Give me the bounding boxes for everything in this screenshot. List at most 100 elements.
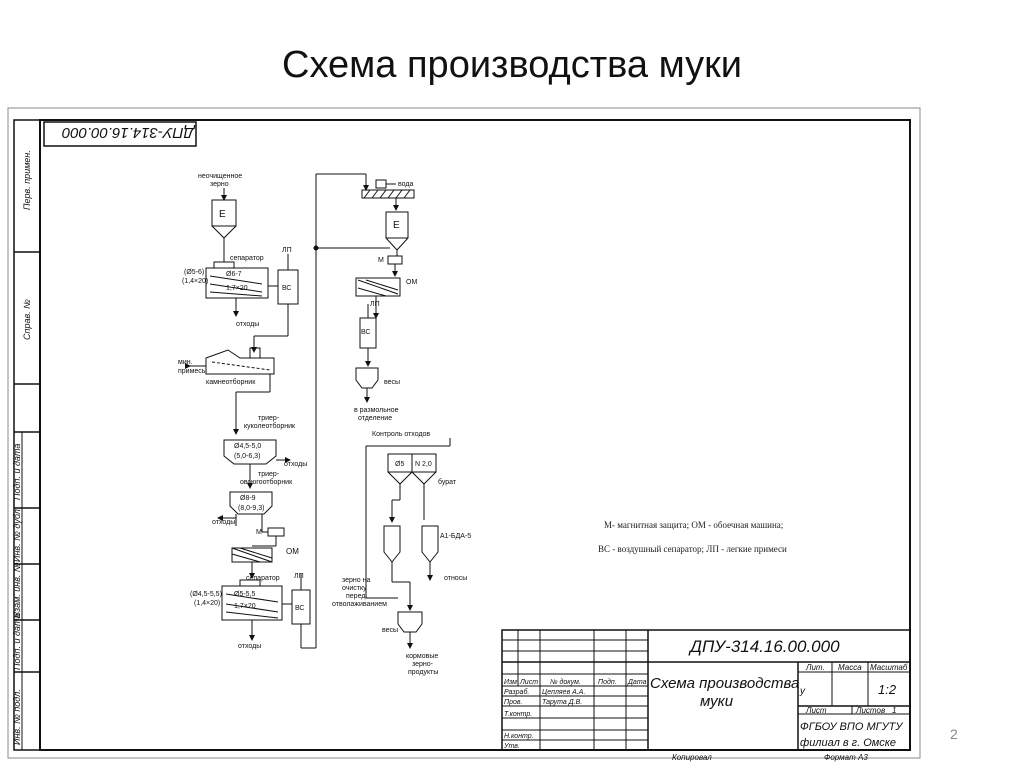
side-label-1: Справ. №	[22, 299, 32, 340]
aspirator-2	[421, 525, 439, 563]
tb-copied: Копировал	[672, 753, 712, 762]
label-trier2-b: (8,0-9,3)	[238, 505, 264, 512]
label-grain-cleaning-1: зерно на	[342, 577, 370, 584]
tb-razrab-name: Цепляев А.А.	[542, 689, 585, 696]
tb-col-sign: Подп.	[598, 678, 617, 686]
rotated-code-box: ДПУ-314.16.00.000	[43, 121, 197, 147]
tb-scale-value: 1:2	[878, 682, 897, 697]
tb-sheet: Лист	[805, 706, 827, 715]
label-lp-1: ЛП	[282, 247, 292, 254]
tb-massa: Масса	[838, 663, 862, 672]
label-vs-1: ВС	[282, 285, 292, 292]
label-stone-separator: камнеотборник	[206, 378, 256, 386]
slide-title: Схема производства муки	[282, 44, 742, 86]
tb-name-2: муки	[700, 693, 734, 710]
tb-row-utv: Утв.	[503, 743, 520, 750]
label-e-1: Е	[219, 209, 226, 220]
label-waste-2: отходы	[284, 461, 307, 468]
label-scales-2: весы	[382, 627, 398, 634]
tb-prov-name: Тарута Д.В.	[542, 699, 582, 706]
side-label-2: Подп. и дата	[12, 444, 22, 500]
label-separator-1: сепаратор	[230, 255, 264, 262]
tb-col-izm: Изм	[504, 679, 517, 686]
label-sieve-6: 1,7×20	[234, 603, 256, 610]
tb-col-list: Лист	[519, 679, 538, 686]
label-waste-3: отходы	[212, 519, 235, 526]
tb-lit-value: у	[799, 686, 806, 697]
label-uncleaned-1: неочищенное	[198, 173, 242, 180]
label-burat: бурат	[438, 478, 457, 486]
label-trier1-b: (5,0-6,3)	[234, 453, 260, 460]
tb-row-nkontr: Н.контр.	[504, 733, 534, 740]
title-block	[501, 629, 911, 751]
label-feed-2: зерно-	[412, 661, 434, 668]
label-trier2-a: Ø8-9	[240, 495, 256, 502]
side-label-3: Инв. № дубл.	[12, 507, 22, 562]
label-separator-2: сепаратор	[246, 575, 280, 582]
bin-e-2	[385, 211, 409, 239]
label-n20: N 2,0	[415, 461, 432, 468]
label-grain-cleaning-4: отволаживанием	[332, 601, 387, 608]
label-min-impurity-1: мин.	[178, 359, 193, 366]
scales-1	[355, 367, 379, 389]
tb-sheets-value: 1	[892, 706, 896, 715]
magnet-2	[387, 255, 403, 265]
label-uncleaned-2: зерно	[210, 181, 229, 188]
side-strip: Перв. примен. Справ. № Подп. и дата Инв.…	[12, 119, 41, 751]
label-a1: А1-БДА-5	[440, 533, 471, 540]
label-vs-2: ВС	[295, 605, 305, 612]
label-d5: Ø5	[395, 461, 404, 468]
label-sieve-4: (Ø4,5-5,5)	[190, 591, 222, 598]
label-vs-3: ВС	[361, 329, 371, 336]
separator-2	[221, 585, 283, 621]
side-label-0: Перв. примен.	[22, 150, 32, 210]
label-to-milling-1: в размольное	[354, 407, 399, 414]
label-sieve-3: 1,7×20	[226, 285, 248, 292]
tb-col-doc: № докум.	[550, 678, 581, 686]
label-m-2: М	[378, 257, 384, 264]
page-number: 2	[950, 726, 958, 742]
label-aspiration-waste: относы	[444, 575, 467, 582]
trier-1	[223, 439, 277, 465]
side-label-6: Инв. № подл.	[12, 689, 22, 745]
screw-conveyor	[361, 189, 415, 199]
scourer-2	[355, 277, 401, 297]
tb-org-2: филиал в г. Омске	[800, 737, 896, 749]
label-waste-control: Контроль отходов	[372, 431, 430, 438]
label-cockle-trier-2: куколеотборник	[244, 422, 296, 430]
sheet-outer-border	[7, 107, 921, 759]
scales-2	[397, 611, 423, 633]
tb-code: ДПУ-314.16.00.000	[688, 637, 840, 656]
label-grain-cleaning-2: очистку	[342, 585, 367, 592]
tb-col-date: Дата	[627, 679, 647, 686]
label-waste-4: отходы	[238, 643, 261, 650]
side-label-4: Взам. инв. №	[12, 562, 22, 618]
label-min-impurity-2: примесь	[178, 368, 206, 375]
tb-sheets: Листов	[855, 706, 885, 715]
label-oat-trier-2: овсюгоотборник	[240, 478, 293, 486]
label-sieve-5: Ø5-5,5	[234, 591, 256, 598]
aspirator-1	[383, 525, 401, 563]
label-lp-3: ЛП	[370, 301, 380, 308]
tb-org-1: ФГБОУ ВПО МГУТУ	[800, 721, 903, 733]
separator-1	[205, 267, 269, 299]
tb-row-razrab: Разраб.	[504, 688, 529, 696]
label-waste-1: отходы	[236, 321, 259, 328]
tb-name-1: Схема производства	[650, 675, 799, 692]
label-water: вода	[398, 181, 413, 188]
label-lp-2: ЛП	[294, 573, 304, 580]
rotated-code: ДПУ-314.16.00.000	[61, 124, 196, 141]
label-sieve-1b: (1,4×20)	[182, 278, 208, 285]
tb-lit: Лит.	[805, 663, 825, 672]
label-trier1-a: Ø4,5-5,0	[234, 443, 261, 450]
stone-separator	[205, 349, 275, 375]
tb-format: Формат А3	[824, 753, 868, 762]
label-m-1: М	[256, 529, 262, 536]
label-e-2: Е	[393, 220, 400, 231]
tb-row-prov: Пров.	[504, 699, 523, 706]
label-sieve-2: Ø6-7	[226, 271, 242, 278]
label-oat-trier-1: триер-	[258, 471, 280, 478]
label-scales-1: весы	[384, 379, 400, 386]
label-grain-cleaning-3: перед	[346, 593, 365, 600]
